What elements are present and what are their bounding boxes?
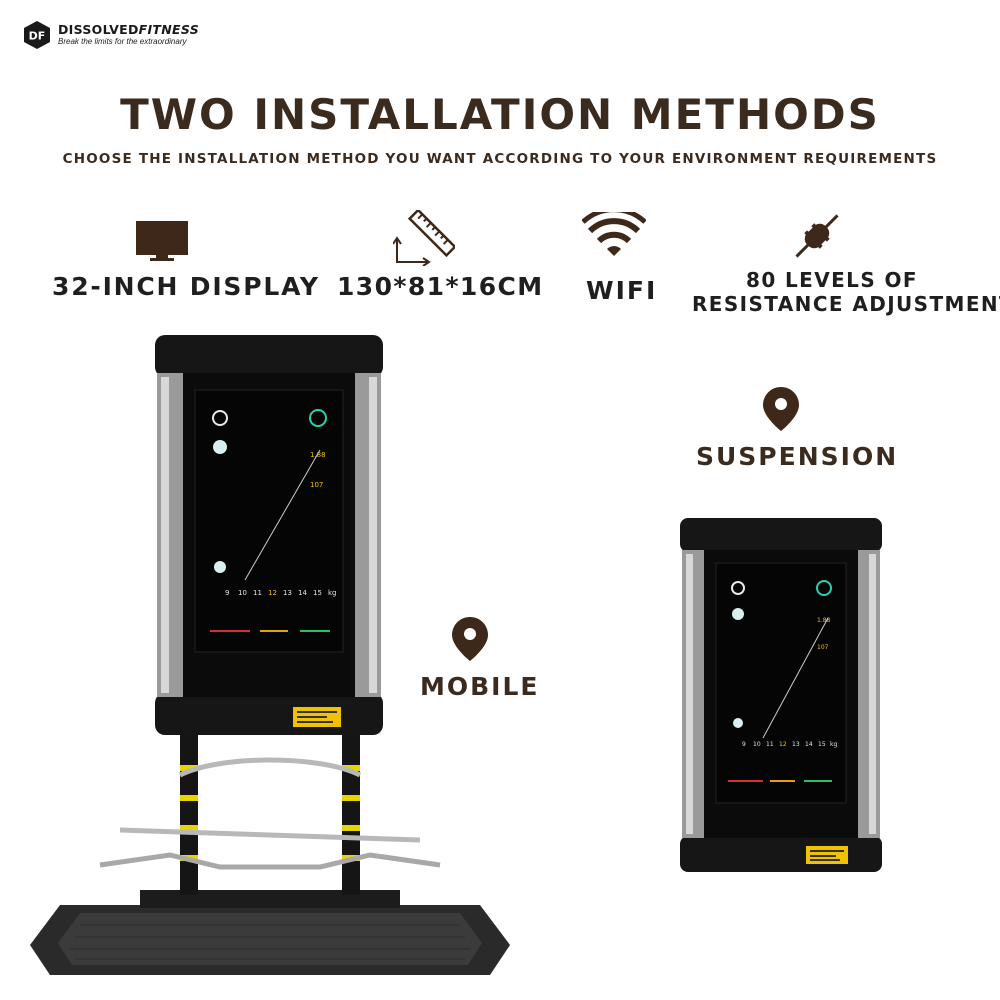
brand-mark-icon: DF — [24, 21, 50, 49]
wifi-icon — [582, 212, 646, 256]
svg-text:kg: kg — [830, 741, 837, 748]
feature-label-display: 32-INCH DISPLAY — [52, 272, 320, 301]
mobile-trainer-image: 1.88 107 9 10 11 12 13 14 15 kg — [30, 335, 510, 975]
svg-text:107: 107 — [817, 644, 829, 651]
svg-text:14: 14 — [298, 589, 307, 597]
svg-text:10: 10 — [238, 589, 247, 597]
ruler-icon — [393, 210, 455, 266]
brand-name: DISSOLVEDFITNESS — [58, 21, 200, 37]
feature-label-wifi: WIFI — [586, 276, 658, 305]
resistance-line-2: RESISTANCE ADJUSTMENT — [692, 292, 1000, 316]
svg-text:15: 15 — [818, 741, 826, 748]
svg-text:1.88: 1.88 — [310, 451, 326, 459]
location-pin-icon — [452, 617, 488, 661]
brand-logo: DF DISSOLVEDFITNESS Break the limits for… — [22, 20, 199, 50]
svg-text:9: 9 — [742, 741, 746, 748]
feature-label-resistance: 80 LEVELS OF RESISTANCE ADJUSTMENT — [692, 268, 1000, 316]
svg-text:DF: DF — [29, 30, 46, 43]
svg-text:11: 11 — [253, 589, 262, 597]
svg-text:9: 9 — [225, 589, 229, 597]
suspension-label: SUSPENSION — [696, 442, 899, 471]
resistance-icon — [795, 214, 839, 258]
svg-text:13: 13 — [792, 741, 800, 748]
svg-text:kg: kg — [328, 589, 337, 597]
svg-text:12: 12 — [268, 589, 277, 597]
svg-text:15: 15 — [313, 589, 322, 597]
svg-text:11: 11 — [766, 741, 774, 748]
monitor-icon — [136, 221, 188, 261]
location-pin-icon — [763, 387, 799, 431]
page-title: TWO INSTALLATION METHODS — [120, 90, 880, 139]
suspension-trainer-image: 1.88 107 9 10 11 12 13 14 15 kg — [680, 518, 882, 872]
resistance-line-1: 80 LEVELS OF — [746, 268, 918, 292]
svg-text:12: 12 — [779, 741, 787, 748]
svg-text:13: 13 — [283, 589, 292, 597]
svg-text:1.88: 1.88 — [817, 617, 831, 624]
page-subtitle: CHOOSE THE INSTALLATION METHOD YOU WANT … — [62, 151, 938, 167]
svg-text:107: 107 — [310, 481, 323, 489]
brand-tagline: Break the limits for the extraordinary — [58, 37, 187, 47]
mobile-label: MOBILE — [420, 672, 540, 701]
svg-text:14: 14 — [805, 741, 813, 748]
svg-text:10: 10 — [753, 741, 761, 748]
feature-label-dimensions: 130*81*16CM — [337, 272, 544, 301]
